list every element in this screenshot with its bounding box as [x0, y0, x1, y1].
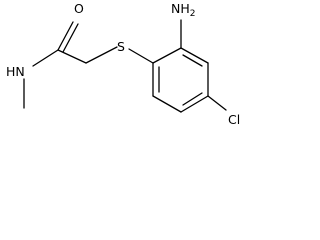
bond-co-1 [57, 21, 74, 51]
structure-diagram: O S HN NH2 Cl [0, 0, 270, 137]
sulfur-label: S [117, 39, 125, 54]
ring-double-c2-c3 [182, 54, 203, 67]
bond-s-ring [128, 48, 154, 64]
molecule-drawing: O S HN NH2 Cl [6, 1, 240, 127]
ring-double-c4-c5 [182, 92, 203, 106]
oxygen-label: O [74, 1, 84, 16]
bond-c-nh [32, 49, 59, 67]
chlorine-label: Cl [228, 112, 240, 127]
ring-bond-c5-c6 [152, 95, 182, 113]
ring-bond-c1-c2 [152, 47, 182, 64]
amide-nitrogen-label: HN [6, 64, 25, 79]
amino-subscript: 2 [190, 9, 196, 19]
ring-bond-c4-c5 [180, 95, 209, 113]
amino-group-label: NH2 [171, 1, 195, 19]
ring-bond-c2-c3 [180, 47, 209, 64]
bond-ch2-s [85, 46, 118, 64]
amino-nh-text: NH [171, 1, 190, 16]
bond-co-2 [62, 23, 79, 53]
bond-ring-chlorine [207, 95, 227, 111]
bond-c-ch2 [57, 49, 87, 64]
